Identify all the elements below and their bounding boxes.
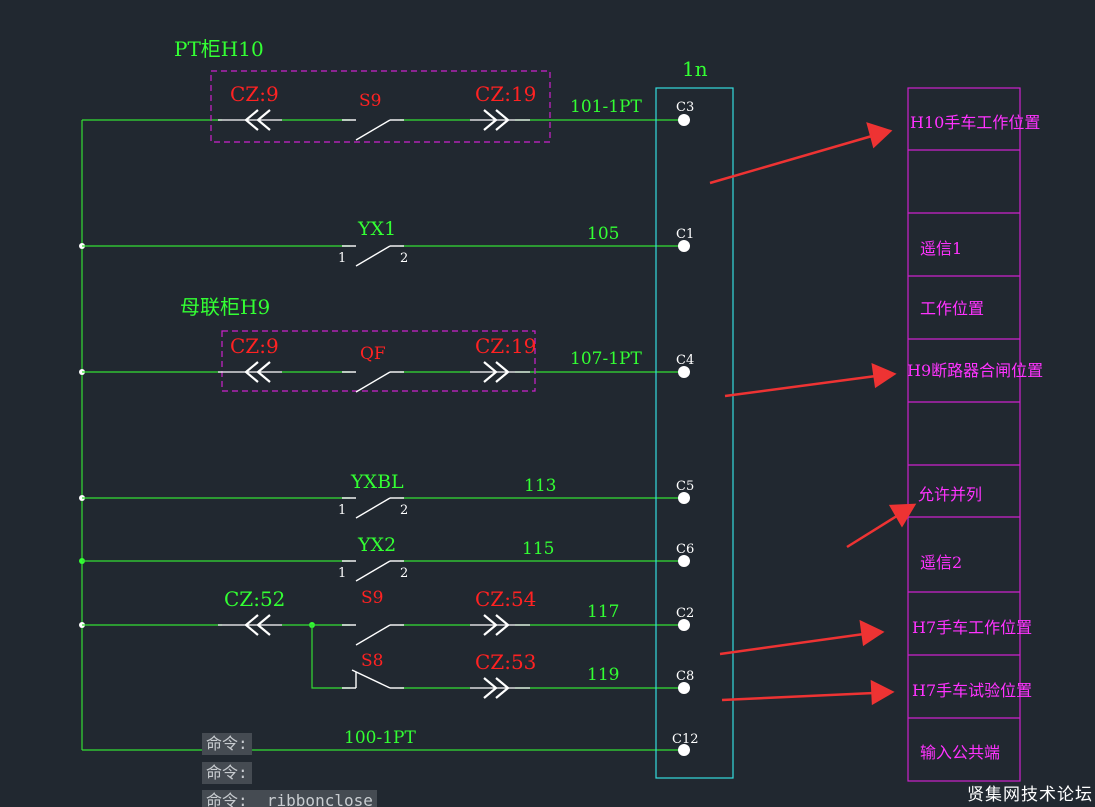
switch-label: YX1	[357, 218, 396, 240]
wire-label: 101-1PT	[570, 97, 642, 117]
plug-stubs	[218, 119, 530, 689]
pin-label: 2	[400, 566, 408, 581]
wire-label: 113	[524, 476, 556, 496]
wire-label: 115	[522, 539, 554, 559]
signal-cell: H9断路器合闸位置	[907, 361, 1043, 380]
left-plug-label: CZ:9	[230, 334, 279, 358]
signal-cell: 允许并列	[918, 485, 982, 504]
signal-cell: H7手车工作位置	[912, 618, 1032, 637]
watermark: 贤集网技术论坛	[967, 785, 1093, 805]
command-line: 命令:	[202, 733, 252, 755]
signal-cell: 遥信2	[920, 553, 962, 572]
terminal-block-1n	[655, 87, 734, 779]
right-plug-label: CZ:53	[475, 650, 536, 674]
terminal-label: C6	[676, 542, 694, 557]
wire-label: 119	[587, 665, 619, 685]
bus-tie-cabinet-title: 母联柜H9	[180, 295, 270, 319]
switch-contacts	[342, 119, 404, 689]
terminal-label: C5	[676, 479, 694, 494]
pt-cabinet-title: PT柜H10	[174, 37, 264, 61]
bus-tie-cabinet-box	[221, 330, 536, 392]
pin-label: 2	[400, 503, 408, 518]
switch-label: S9	[361, 588, 383, 608]
signal-cell: H7手车试验位置	[912, 681, 1032, 700]
switch-label: YX2	[357, 534, 396, 556]
terminal-label: C12	[672, 732, 699, 747]
left-plug-label: CZ:52	[224, 587, 285, 611]
wire-label: 117	[587, 602, 619, 622]
switch-label: S8	[361, 651, 383, 671]
command-line: 命令: ribbonclose	[202, 790, 377, 807]
wire-label: 105	[587, 224, 619, 244]
signal-table-text: H10手车工作位置 遥信1 工作位置 H9断路器合闸位置 允许并列 遥信2 H7…	[907, 113, 1043, 762]
signal-table-dividers	[908, 149, 1020, 719]
wire-label: 100-1PT	[344, 728, 416, 748]
pin-label: 1	[338, 251, 346, 266]
left-plug-label: CZ:9	[230, 82, 279, 106]
command-line: 命令:	[202, 762, 252, 784]
switch-label: S9	[359, 91, 381, 111]
pin-label: 2	[400, 251, 408, 266]
terminal-block-title: 1n	[682, 57, 708, 81]
terminal-label: C8	[676, 669, 694, 684]
right-plug-label: CZ:19	[475, 334, 536, 358]
right-plug-label: CZ:19	[475, 82, 536, 106]
pin-label: 1	[338, 566, 346, 581]
terminal-label: C3	[676, 100, 694, 115]
pt-cabinet-box	[210, 70, 551, 143]
signal-cell: H10手车工作位置	[910, 113, 1040, 132]
terminal-circles	[678, 114, 690, 756]
signal-cell: 遥信1	[920, 239, 962, 258]
terminal-label: C2	[676, 606, 694, 621]
wire-label: 107-1PT	[570, 349, 642, 369]
switch-label: QF	[360, 344, 386, 364]
pin-label: 1	[338, 503, 346, 518]
signal-table-frame	[907, 87, 1021, 782]
signal-cell: 输入公共端	[920, 743, 1000, 762]
signal-cell: 工作位置	[920, 299, 984, 318]
switch-label: YXBL	[350, 471, 404, 493]
terminal-label: C4	[676, 353, 694, 368]
right-plug-label: CZ:54	[475, 587, 536, 611]
annotation-arrows	[709, 122, 917, 706]
terminal-label: C1	[676, 227, 694, 242]
